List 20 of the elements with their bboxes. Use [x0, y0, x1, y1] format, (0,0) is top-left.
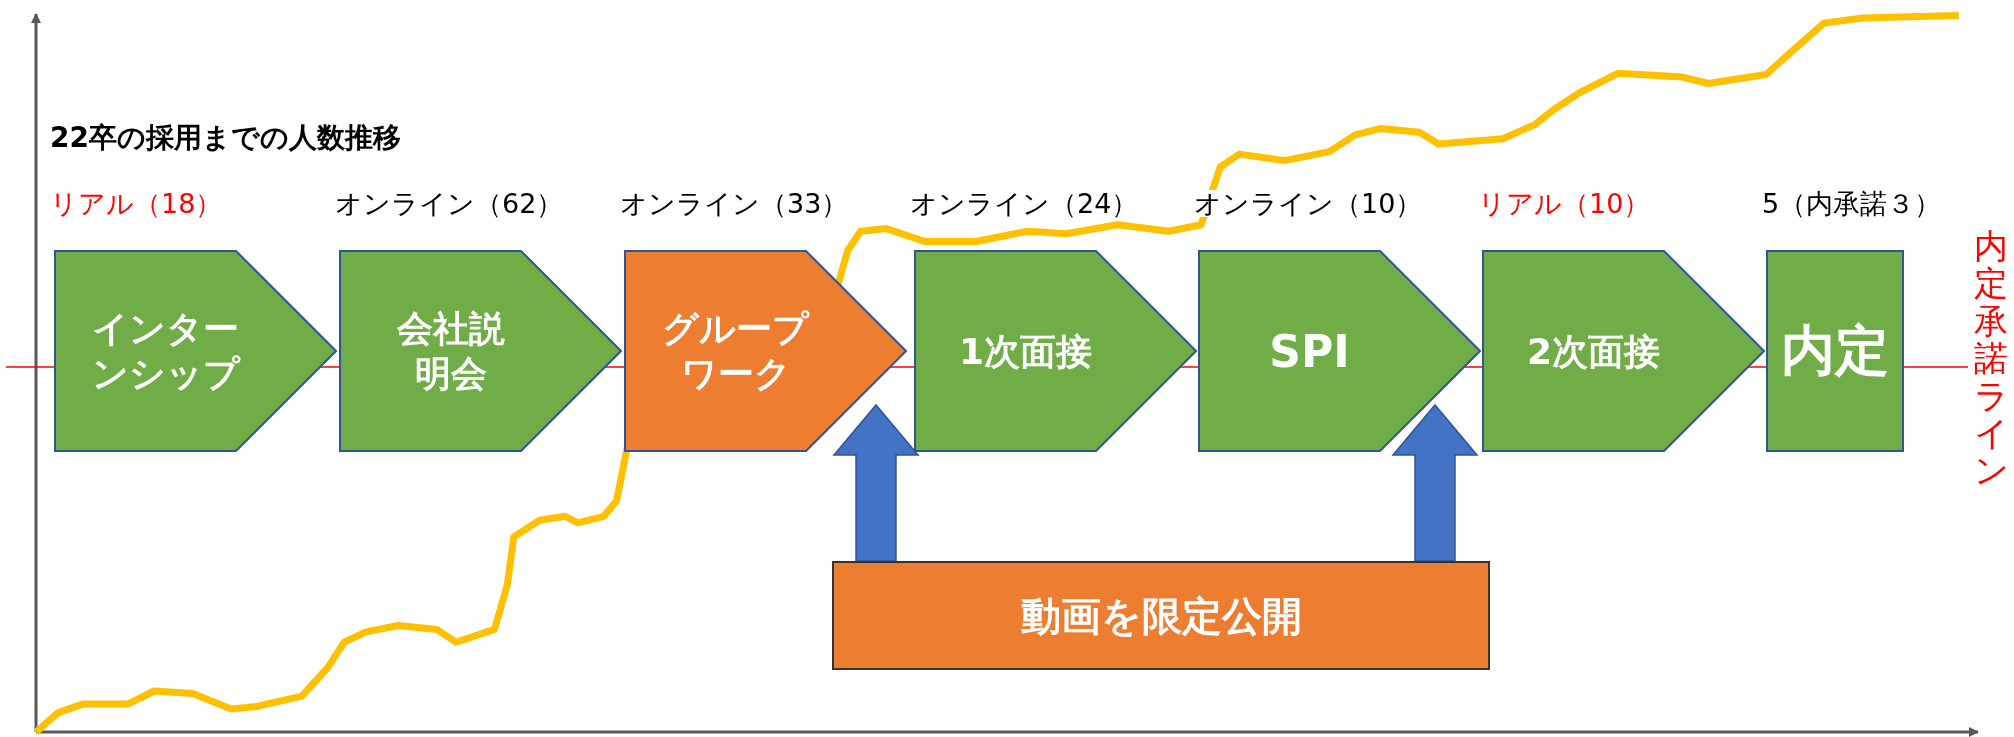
note-box — [832, 561, 1490, 670]
block-arrow — [1391, 403, 1479, 562]
stage-pentagon — [1482, 250, 1765, 452]
vertical-line-label: 内定承諾ライン — [1974, 228, 2008, 490]
stage-pentagon — [624, 250, 907, 452]
stage-label: 内定 — [1780, 318, 1890, 385]
stage-label: グループワーク — [661, 307, 811, 396]
stage-label: 会社説明会 — [395, 307, 506, 396]
block-arrow — [832, 403, 920, 562]
stage-label: 2次面接 — [1525, 329, 1662, 374]
stage-pentagon — [1198, 250, 1481, 452]
process-box — [1766, 250, 1904, 452]
stage-label: インターンシップ — [90, 307, 242, 396]
stage-pentagon — [914, 250, 1197, 452]
chart-title: 22卒の採用までの人数推移 — [50, 120, 401, 156]
stage-pentagon — [54, 250, 337, 452]
stage-label: 1次面接 — [957, 329, 1094, 374]
stage-label: SPI — [1268, 324, 1351, 379]
stage-pentagon — [339, 250, 622, 452]
stage-label: 動画を限定公開 — [1019, 591, 1303, 641]
